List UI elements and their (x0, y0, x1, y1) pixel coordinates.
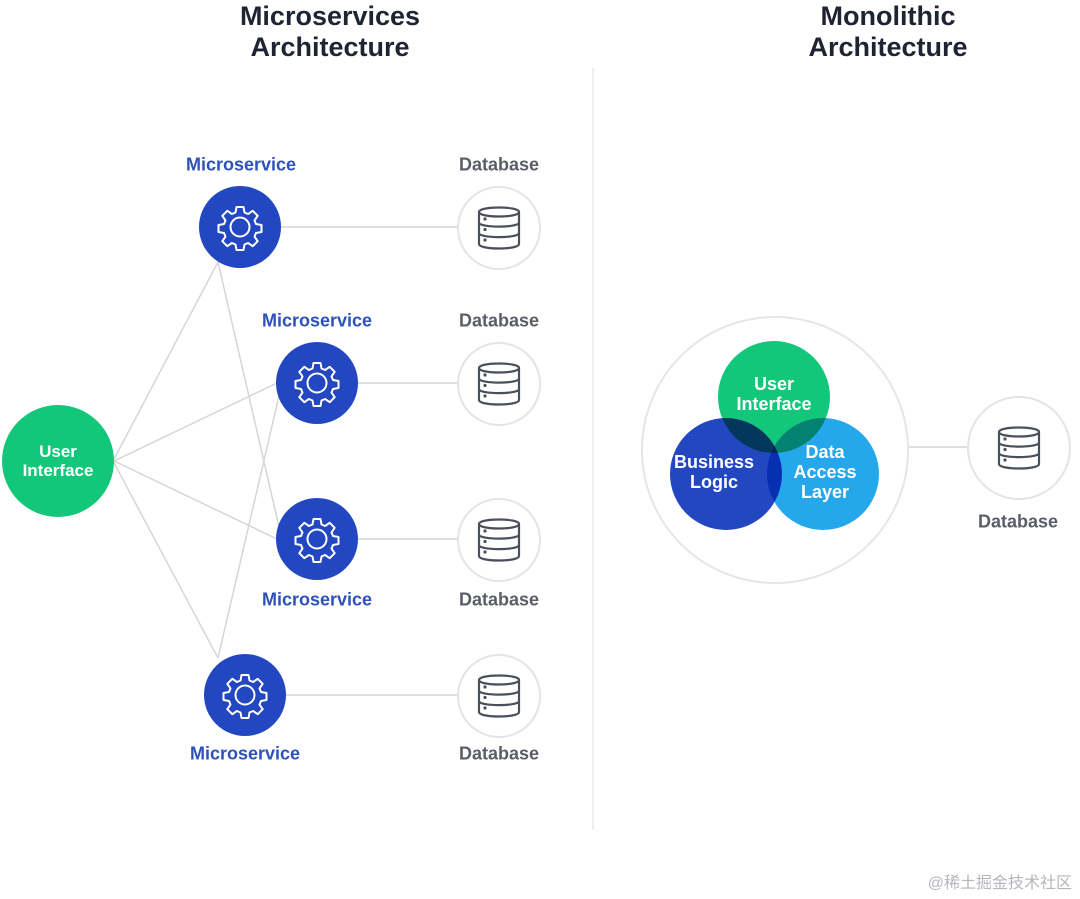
data-access-layer-text: Data Access Layer (767, 418, 879, 530)
gear-icon (294, 362, 340, 407)
business-logic-line1: Business (673, 452, 755, 472)
data-access-line1: Data (805, 442, 845, 462)
database-icon (477, 206, 521, 250)
database-node-4 (457, 654, 541, 738)
mono-user-interface-line1: User (753, 374, 794, 394)
business-logic-line2: Logic (689, 472, 738, 492)
gear-icon (294, 518, 340, 563)
database-label-2: Database (458, 310, 540, 331)
microservices-title-line1: Microservices (239, 1, 421, 31)
database-icon (477, 362, 521, 406)
database-node-1 (457, 186, 541, 270)
monolith-database-label: Database (977, 511, 1059, 532)
database-icon (997, 426, 1041, 470)
microservices-title: Microservices Architecture (180, 1, 480, 63)
monolith-database-node (967, 396, 1071, 500)
user-interface-label-line2: Interface (22, 461, 94, 480)
monolithic-title: Monolithic Architecture (738, 1, 1038, 63)
microservice-label-3: Microservice (261, 589, 373, 610)
database-label-1: Database (458, 154, 540, 175)
user-interface-circle (718, 341, 830, 453)
connector-ui-ms3 (113, 460, 278, 540)
connector-ui-ms2 (113, 382, 278, 462)
microservice-node-1 (199, 186, 281, 268)
database-node-3 (457, 498, 541, 582)
database-label-3: Database (458, 589, 540, 610)
database-node-2 (457, 342, 541, 426)
mono-user-interface-line2: Interface (736, 394, 812, 414)
data-access-line3: Layer (800, 482, 850, 502)
gear-icon (217, 206, 263, 251)
connector-ms4-ms2 (217, 382, 283, 659)
connector-ms1-ms3 (217, 261, 283, 541)
connector-ui-ms1 (112, 261, 219, 462)
user-interface-label-line1: User (39, 442, 77, 461)
data-access-line2: Access (793, 462, 857, 482)
user-interface-node: User Interface (2, 405, 114, 517)
monolithic-title-line2: Architecture (808, 32, 968, 62)
microservice-node-3 (276, 498, 358, 580)
user-interface-text: User Interface (718, 341, 830, 453)
database-icon (477, 674, 521, 718)
microservice-label-2: Microservice (261, 310, 373, 331)
database-label-4: Database (458, 743, 540, 764)
microservice-node-2 (276, 342, 358, 424)
database-icon (477, 518, 521, 562)
microservice-node-4 (204, 654, 286, 736)
section-divider (592, 68, 594, 830)
monolithic-title-line1: Monolithic (820, 1, 956, 31)
connector-ui-ms4 (112, 460, 219, 659)
microservices-title-line2: Architecture (250, 32, 410, 62)
gear-icon (222, 674, 268, 719)
microservice-label-1: Microservice (185, 154, 297, 175)
microservice-label-4: Microservice (189, 743, 301, 764)
watermark: @稀土掘金技术社区 (927, 875, 1072, 892)
